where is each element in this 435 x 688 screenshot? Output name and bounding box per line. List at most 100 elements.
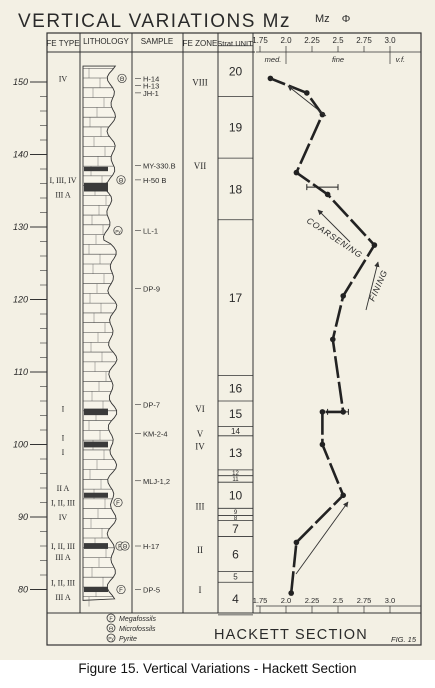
lithology-column [82,65,118,607]
dark-bed [84,408,108,416]
strat-unit-label: 16 [229,382,243,396]
meter-label: 80 [18,585,28,595]
sample-label: H-50 B [143,176,166,185]
grain-tick-label-bottom: 1.75 [253,596,268,605]
meter-label: 140 [13,150,28,160]
coarsening-label: COARSENING [305,215,365,260]
fe-type-label: III A [55,593,71,602]
fe-type-label: I, II, III [51,542,75,551]
fe-type-label: I, III, IV [49,176,76,185]
fe-zone-label: II [197,545,203,555]
mz-point [371,242,378,248]
mz-point [319,111,326,118]
strat-unit-label: 10 [229,489,243,503]
strat-unit-label: 14 [231,427,240,436]
mz-point [267,75,274,82]
dark-bed [84,166,108,172]
strat-unit-label: 7 [232,522,239,536]
dark-bed [84,492,108,498]
lithology-body [82,65,118,601]
figure-frame [46,32,422,646]
pyrite-legend-label: Pyrite [119,636,137,643]
sample-symbol: F [118,545,122,551]
section-name: HACKETT SECTION [214,627,368,643]
mz-point [319,441,326,448]
strat-unit-label: 15 [229,407,243,421]
sample-symbol-icon [116,584,126,595]
legend: F Megafossils Θ Microfossils Py Pyrite [106,613,156,643]
strat-unit-label: 5 [233,573,238,582]
fe-type-label: III A [55,190,71,199]
mz-point [293,539,300,546]
sample-symbol-icon [113,497,123,508]
fe-type-label: I, II, III [51,578,75,587]
sample-symbol-icon [117,73,127,83]
sample-symbol-icon [113,226,123,236]
fe-type-header: FE TYPE [46,39,79,48]
dark-bed [84,441,108,448]
sample-label: MLJ-1,2 [143,477,170,486]
grain-tick-label-top: 2.75 [356,36,372,45]
mz-point [293,169,300,176]
strat-unit-label: 11 [232,477,239,483]
meter-label: 150 [13,77,28,87]
pyrite-legend-icon [106,633,116,643]
strat-unit-label: 17 [229,291,243,305]
fe-type-label: I, II, III [51,499,75,508]
dark-bed [84,586,108,593]
mz-point [340,492,347,499]
strat-unit-header: Strat UNIT [217,39,253,48]
fe-type-label: I [62,448,65,457]
class-label-vf: v.f. [396,55,405,64]
mz-point [288,590,295,596]
meter-label: 100 [13,440,28,450]
grain-tick-label-bottom: 2.25 [305,596,320,605]
megafossil-legend-symbol: F [109,617,113,623]
meter-label: 110 [14,367,28,377]
mz-point [324,191,331,198]
microfossil-legend-symbol: Θ [109,627,114,633]
microfossil-legend-icon [106,623,116,633]
mz-symbol: Mz [315,13,330,25]
grain-tick-label-top: 2.0 [280,36,292,45]
sample-label: DP-7 [143,401,160,410]
pyrite-legend-symbol: Py [108,636,114,641]
sample-label: H-13 [143,82,159,91]
fe-type-label: IV [59,513,68,522]
fe-type-label: III A [55,553,71,562]
grain-tick-label-top: 2.5 [332,36,344,45]
strat-unit-label: 19 [229,121,243,135]
grain-tick-label-bottom: 2.0 [281,596,291,605]
sample-label: MY-330.B [143,161,176,170]
fe-type-column: IV I, III, IV III A II III A I, II, III IV I, I… [49,74,76,601]
meter-label: 130 [13,222,28,232]
strat-unit-label: 12 [232,471,239,477]
meter-label: 120 [13,295,28,305]
sample-symbol-icon [120,541,130,551]
mz-curve [269,77,376,594]
grain-tick-label-top: 1.75 [252,36,268,45]
coarsening-arrow [317,209,351,243]
megafossil-legend-icon [106,613,116,623]
phi-symbol: Φ [342,13,350,25]
lithology-header: LITHOLOGY [83,37,129,46]
microfossil-legend-label: Microfossils [119,626,156,633]
mz-point [340,293,347,299]
fining-label: FINING [367,268,390,303]
strat-unit-label: 8 [234,516,238,522]
class-label-med: med. [265,55,282,64]
sample-symbol: Py [115,229,121,234]
strat-unit-label: 6 [232,547,239,561]
fe-type-label: I [62,433,65,442]
fe-zone-label: III [196,502,205,512]
grain-tick-label-bottom: 3.0 [385,596,395,605]
mz-point [319,409,326,415]
fe-type-label: IV [59,74,68,83]
sample-symbol: Θ [123,545,128,551]
mz-point [330,336,336,343]
sample-header: SAMPLE [141,37,173,46]
